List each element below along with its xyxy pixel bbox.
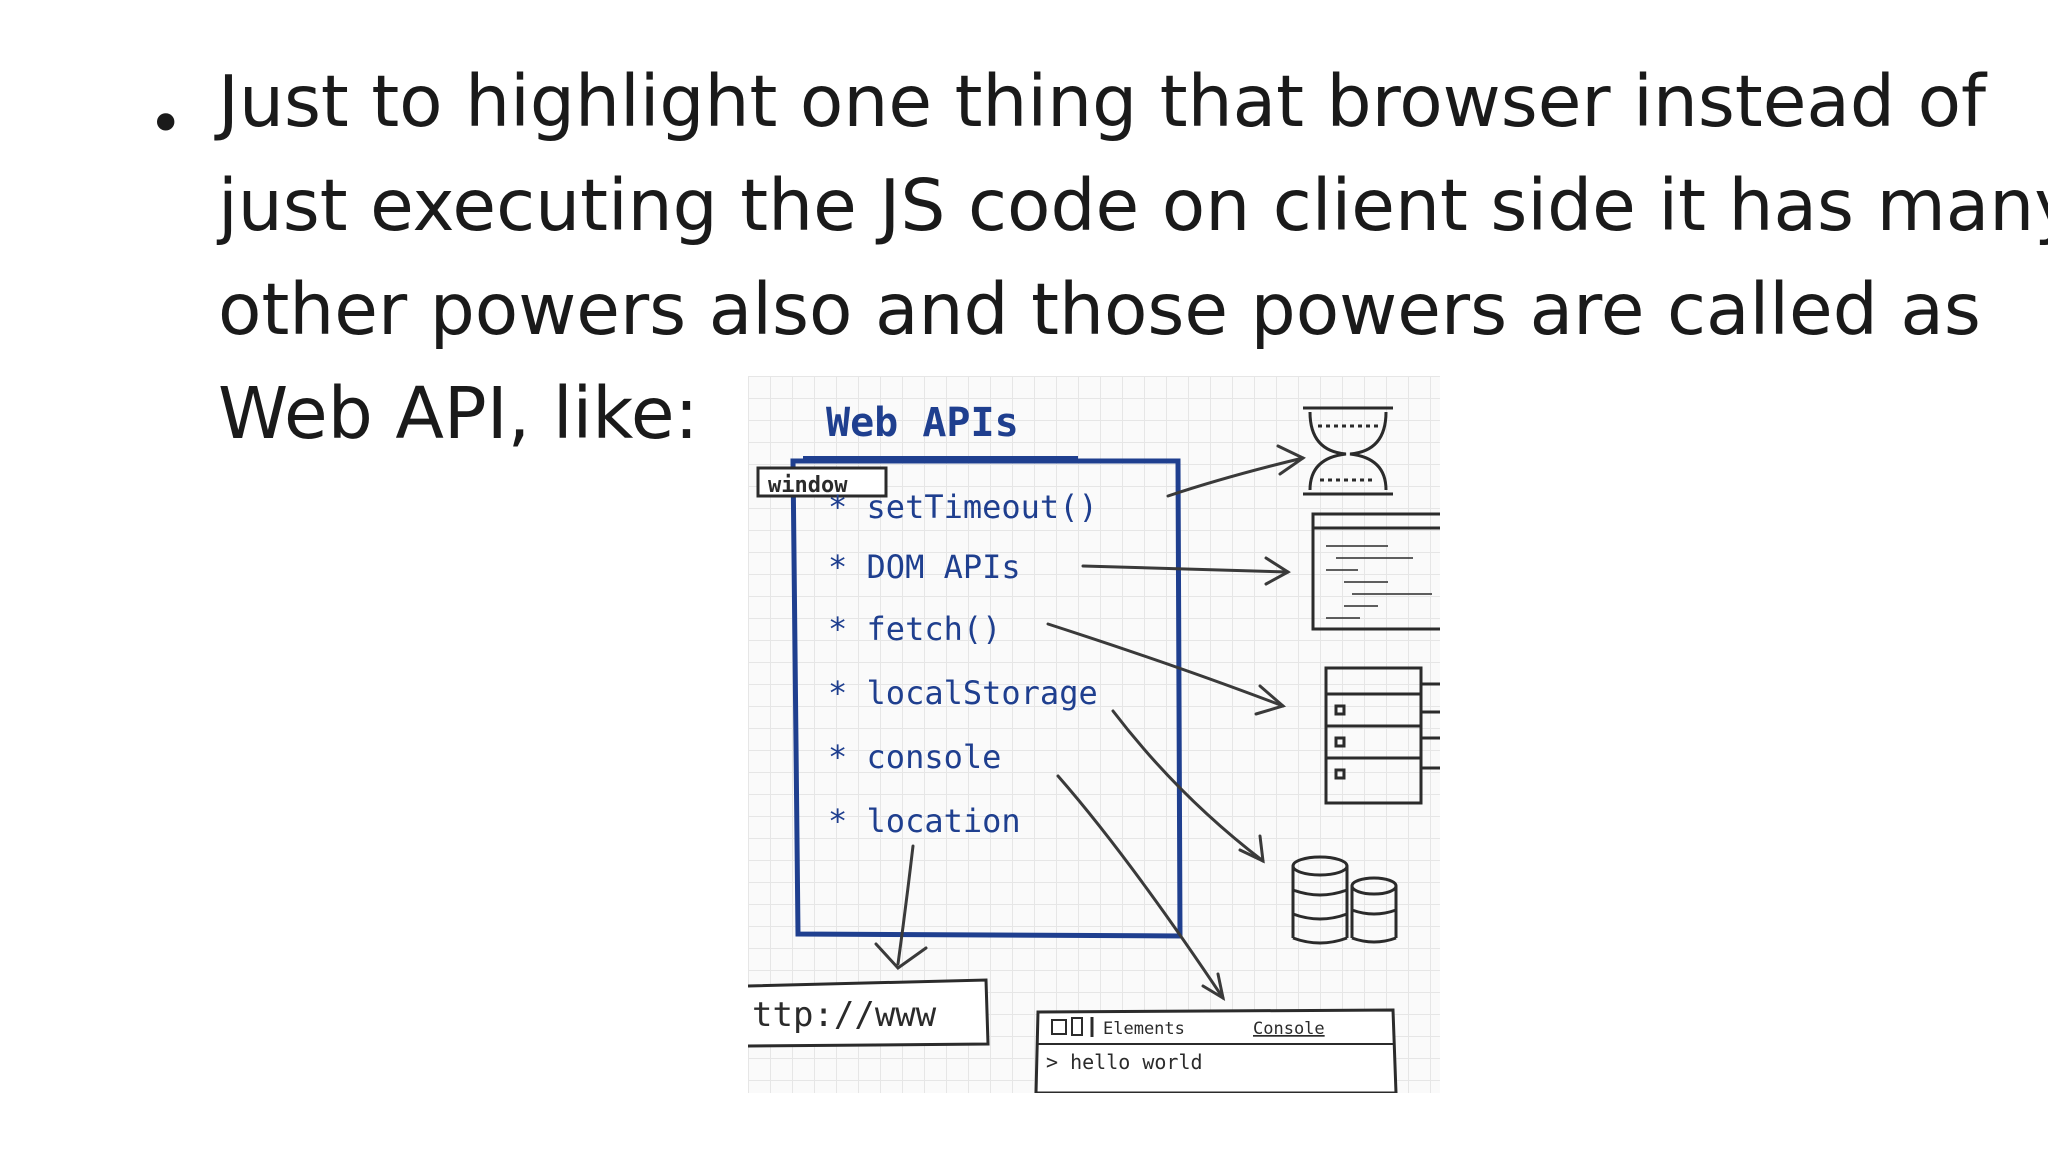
bullet-text-line-3: other powers also and those powers are c… (218, 268, 1981, 351)
arrow-dom (1081, 564, 1290, 574)
hourglass-icon (1303, 406, 1393, 496)
bullet-text-line-2: just executing the JS code on client sid… (218, 164, 2048, 247)
api-item-console: * console (828, 738, 1001, 776)
bullet-dot: • (148, 89, 184, 159)
server-icon (1324, 666, 1440, 805)
arrowhead-storage (1238, 834, 1265, 864)
arrows (874, 444, 1306, 1002)
web-api-sketch: Web APIs window * setTimeout() * DOM API… (748, 376, 1440, 1093)
api-item-fetch: * fetch() (828, 610, 1001, 648)
arrow-timer (1166, 456, 1305, 498)
bullet-text-line-1: Just to highlight one thing that browser… (218, 60, 1986, 143)
api-item-settimeout: * setTimeout() (828, 488, 1098, 526)
inspect-icon (1051, 1019, 1067, 1035)
arrowhead-fetch (1254, 684, 1287, 716)
arrow-storage (1111, 709, 1265, 863)
diagram-title: Web APIs (826, 400, 1019, 446)
window-label-box (756, 466, 888, 498)
devtools-panel: Elements Console > hello world (1034, 1008, 1398, 1093)
devtools-frame (1034, 1008, 1398, 1093)
api-item-dom-apis: * DOM APIs (828, 548, 1021, 586)
arrow-location (896, 844, 915, 966)
api-item-localstorage: * localStorage (828, 674, 1098, 712)
console-output: > hello world (1046, 1050, 1203, 1074)
api-item-location: * location (828, 802, 1021, 840)
arrowhead-timer (1276, 444, 1306, 476)
database-icon (1291, 855, 1398, 945)
arrowhead-console (1201, 972, 1226, 1002)
arrow-console (1056, 774, 1225, 1000)
tab-console: Console (1253, 1019, 1325, 1039)
device-icon (1071, 1017, 1083, 1036)
tab-elements: Elements (1103, 1019, 1185, 1039)
code-document-icon (1311, 512, 1440, 631)
arrow-fetch (1046, 622, 1285, 708)
url-box (748, 978, 990, 1048)
window-label: window (768, 473, 848, 498)
arrowhead-dom (1264, 556, 1291, 586)
web-api-sketch-svg: Web APIs window * setTimeout() * DOM API… (748, 400, 1440, 1093)
arrowhead-location (874, 942, 928, 970)
bullet-text-line-4: Web API, like: (218, 372, 699, 455)
url-box-text: ttp://www (752, 995, 937, 1035)
